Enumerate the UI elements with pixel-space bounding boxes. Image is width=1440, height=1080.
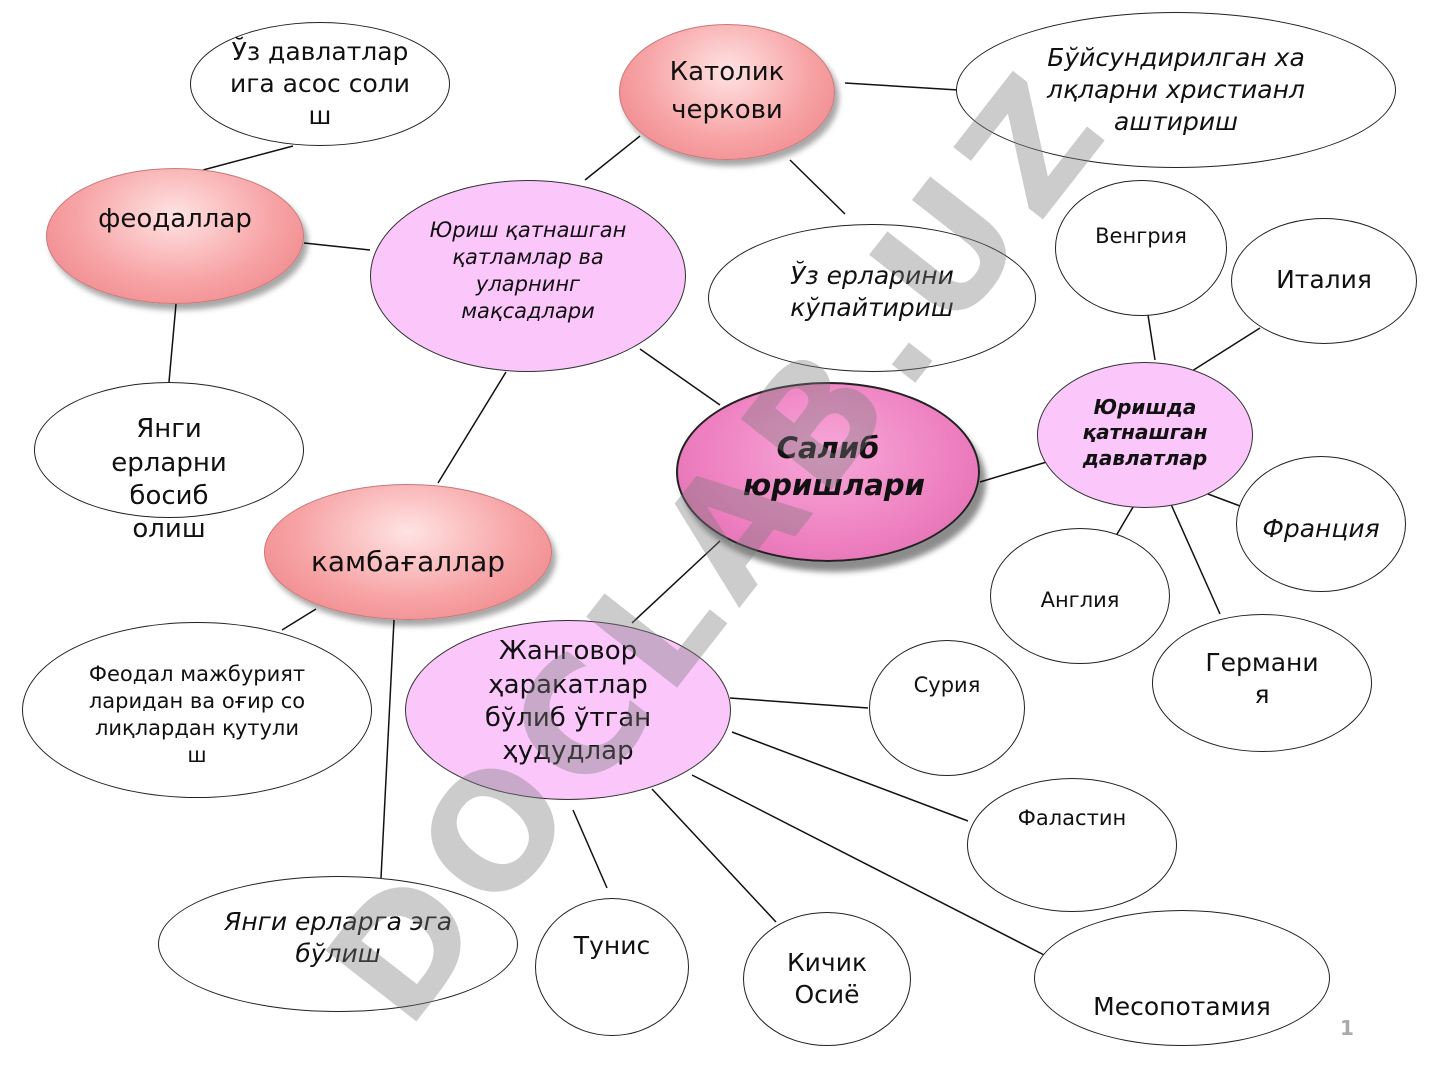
node-states: Юришда қатнашган давлатлар bbox=[1037, 362, 1253, 508]
node-new-lands-label: Янги ерларни босиб олиш bbox=[111, 414, 227, 545]
node-territories: Жанговор ҳаракатлар бўлиб ўтган ҳудудлар bbox=[405, 620, 731, 800]
node-poor: камбағаллар bbox=[264, 484, 552, 620]
node-france-label: Франция bbox=[1262, 514, 1380, 543]
node-territories-label: Жанговор ҳаракатлар бўлиб ўтган ҳудудлар bbox=[484, 636, 652, 767]
node-own-states-label: Ўз давлатларига асос солиш bbox=[230, 37, 410, 130]
node-own-land: Янги ерларга эга бўлиш bbox=[158, 876, 518, 1012]
node-freedom-label: Феодал мажбуриятларидан ва оғир солиқлар… bbox=[88, 662, 306, 767]
node-france: Франция bbox=[1236, 456, 1406, 592]
node-italy-label: Италия bbox=[1276, 265, 1372, 294]
node-asia-minor-label: Кичик Осиё bbox=[786, 948, 868, 1009]
node-participants-label: Юриш қатнашган қатламлар ва уларнинг мақ… bbox=[429, 218, 627, 323]
node-palestine: Фаластин bbox=[967, 778, 1177, 912]
node-tunis-label: Тунис bbox=[573, 931, 651, 960]
node-hungary: Венгрия bbox=[1055, 180, 1227, 316]
node-germany: Германия bbox=[1152, 614, 1372, 752]
node-catholic-church-label: Католик черкови bbox=[669, 57, 785, 125]
node-own-land-label: Янги ерларга эга бўлиш bbox=[223, 907, 453, 968]
node-hungary-label: Венгрия bbox=[1095, 223, 1187, 248]
node-christianize: Бўйсундирилган халқларни христианлаштири… bbox=[956, 12, 1396, 168]
node-feudals: феодаллар bbox=[46, 168, 304, 304]
node-germany-label: Германия bbox=[1205, 648, 1319, 709]
node-expand-lands: Ўз ерларини кўпайтириш bbox=[708, 224, 1036, 372]
node-crusades-label: Салиб юришлари bbox=[743, 430, 925, 502]
node-freedom: Феодал мажбуриятларидан ва оғир солиқлар… bbox=[22, 622, 372, 798]
node-mesopotamia: Месопотамия bbox=[1034, 910, 1330, 1046]
node-christianize-label: Бўйсундирилган халқларни христианлаштири… bbox=[1047, 43, 1305, 136]
node-palestine-label: Фаластин bbox=[1017, 805, 1127, 830]
node-poor-label: камбағаллар bbox=[310, 545, 506, 579]
node-crusades: Салиб юришлари bbox=[676, 382, 980, 562]
node-expand-lands-label: Ўз ерларини кўпайтириш bbox=[790, 261, 954, 322]
node-england-label: Англия bbox=[1040, 587, 1120, 612]
node-states-label: Юришда қатнашган давлатлар bbox=[1082, 394, 1208, 470]
node-england: Англия bbox=[990, 528, 1170, 664]
node-italy: Италия bbox=[1231, 218, 1417, 344]
node-catholic-church: Католик черкови bbox=[619, 24, 835, 160]
node-own-states: Ўз давлатларига асос солиш bbox=[190, 22, 450, 146]
node-syria: Сурия bbox=[869, 640, 1025, 776]
node-tunis: Тунис bbox=[535, 898, 689, 1036]
node-participants: Юриш қатнашган қатламлар ва уларнинг мақ… bbox=[370, 180, 686, 372]
page-number: 1 bbox=[1340, 1016, 1354, 1040]
node-asia-minor: Кичик Осиё bbox=[743, 912, 911, 1046]
node-new-lands: Янги ерларни босиб олиш bbox=[34, 382, 304, 544]
node-feudals-label: феодаллар bbox=[98, 204, 252, 235]
node-syria-label: Сурия bbox=[913, 672, 981, 697]
node-mesopotamia-label: Месопотамия bbox=[1093, 992, 1271, 1021]
